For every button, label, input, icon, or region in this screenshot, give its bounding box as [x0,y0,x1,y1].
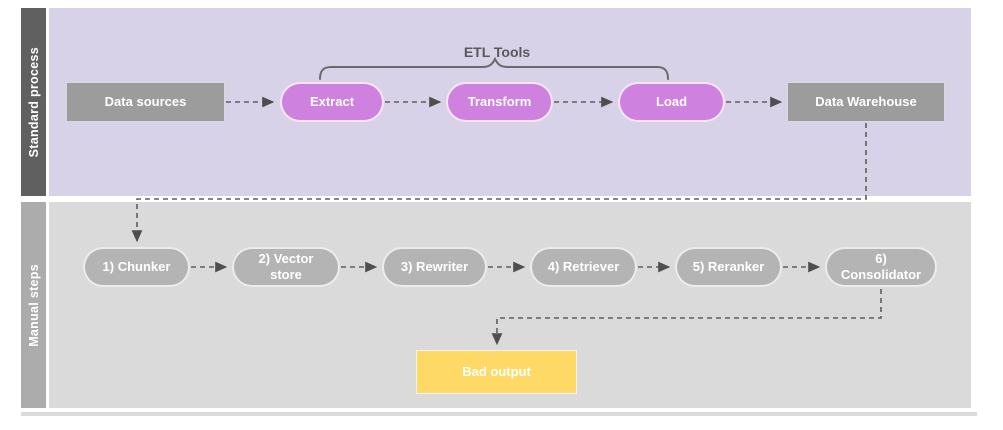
node-data-warehouse-label: Data Warehouse [815,93,917,109]
node-bad-output: Bad output [416,350,577,394]
lane-header-manual-steps: Manual steps [21,202,46,408]
node-retriever: 4) Retriever [530,247,637,287]
node-chunker-label: 1) Chunker [102,258,171,274]
node-rewriter-label: 3) Rewriter [400,258,469,274]
node-data-sources-label: Data sources [104,93,187,109]
node-extract: Extract [280,82,384,122]
lane-title-standard-process: Standard process [26,46,41,158]
node-consolidator-label: 6) Consolidator [840,250,922,282]
node-reranker-label: 5) Reranker [692,258,765,274]
node-transform-label: Transform [467,93,532,109]
node-rewriter: 3) Rewriter [382,247,487,287]
node-retriever-label: 4) Retriever [547,258,620,274]
lane-header-standard-process: Standard process [21,8,46,196]
node-vector-store: 2) Vector store [232,247,340,287]
etl-tools-group-label: ETL Tools [463,44,531,60]
node-data-warehouse: Data Warehouse [787,82,945,122]
node-consolidator: 6) Consolidator [825,247,937,287]
node-data-sources: Data sources [66,82,225,122]
node-load: Load [618,82,725,122]
node-chunker: 1) Chunker [83,247,190,287]
bottom-strip [21,412,977,416]
node-reranker: 5) Reranker [675,247,782,287]
lane-title-manual-steps: Manual steps [26,263,41,347]
node-transform: Transform [446,82,553,122]
node-extract-label: Extract [309,93,355,109]
node-vector-store-label: 2) Vector store [258,250,314,282]
node-load-label: Load [655,93,688,109]
node-bad-output-label: Bad output [462,363,531,379]
